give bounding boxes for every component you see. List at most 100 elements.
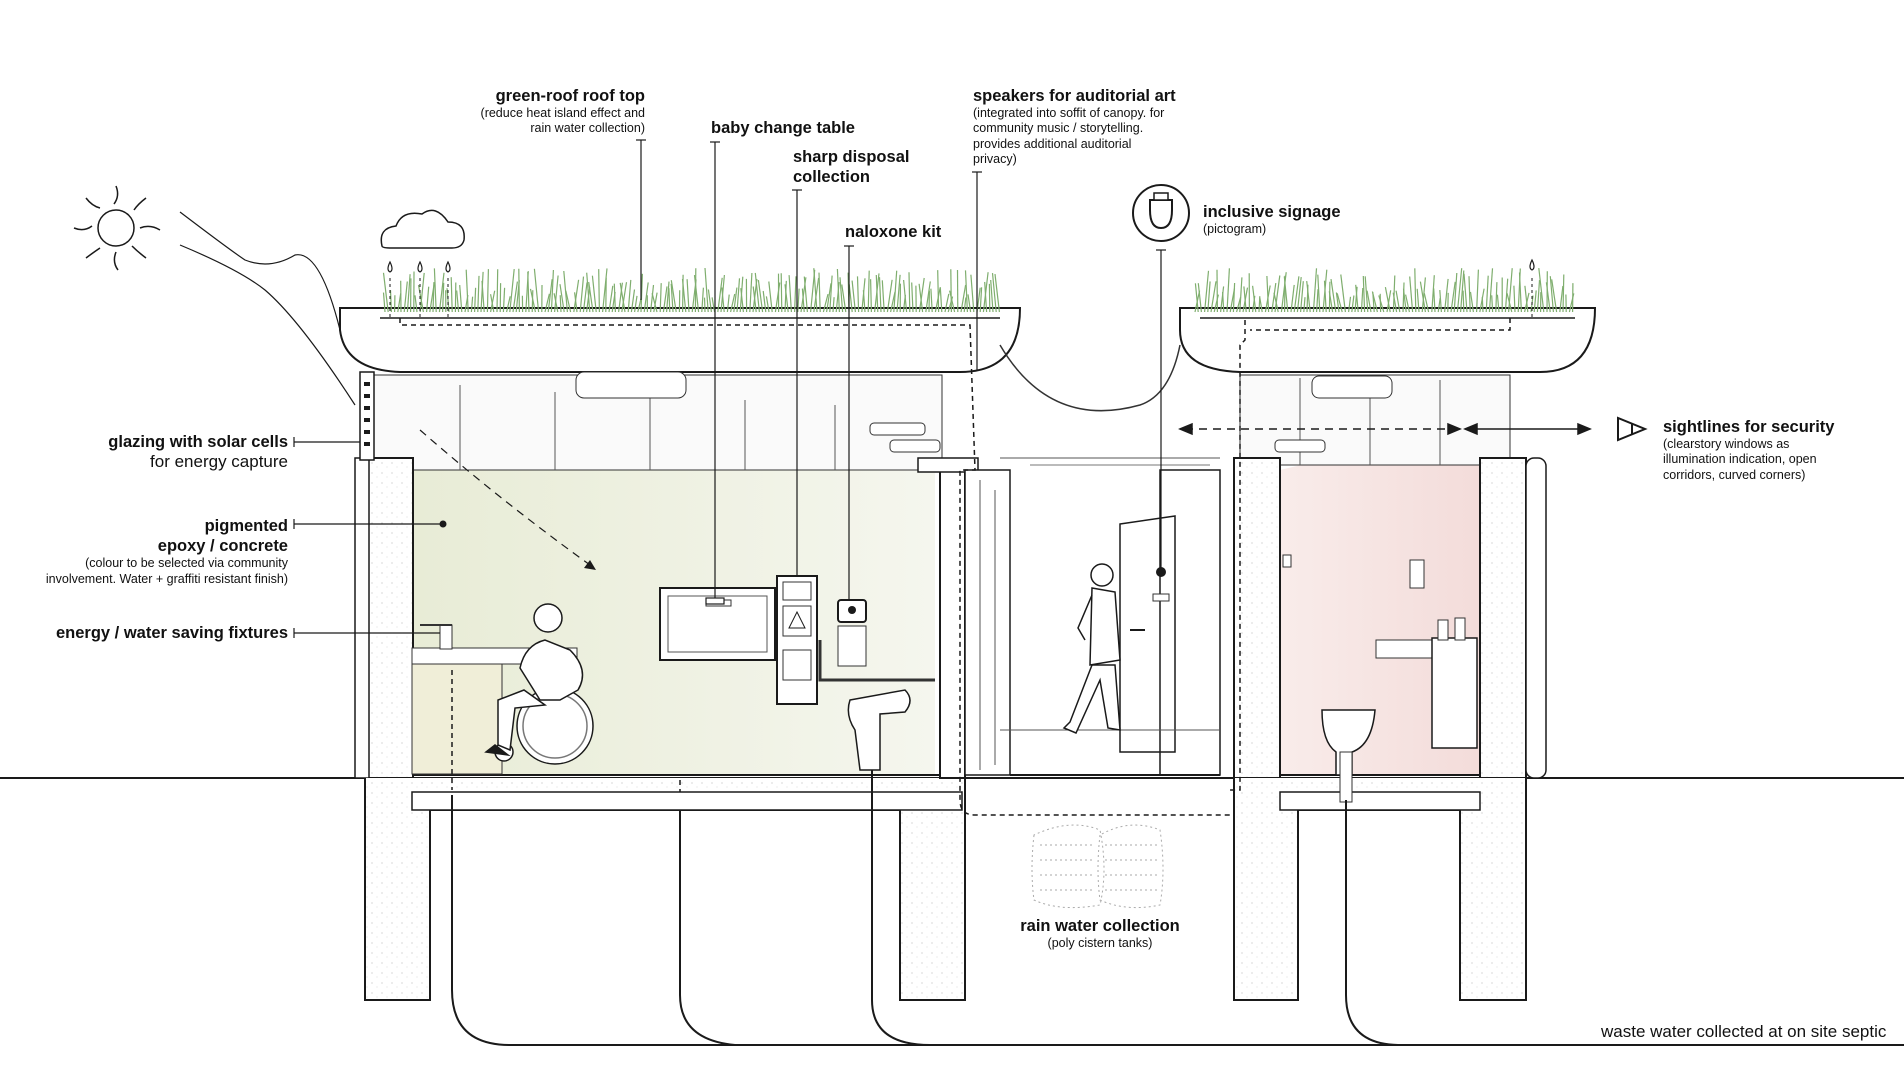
left-roof-slab: [339, 307, 1022, 373]
grass-blade: [1439, 290, 1442, 313]
rain-water-drain-lines: [399, 318, 1511, 816]
glazing-title: glazing with solar cells: [108, 433, 288, 451]
grass-blade: [736, 278, 741, 313]
grass-blade: [1536, 280, 1541, 313]
grass-blade: [1491, 295, 1494, 313]
speakers-sub4: privacy): [973, 151, 1017, 166]
grass-blade: [382, 292, 386, 313]
grass-blade: [835, 282, 840, 313]
grass-blade: [496, 269, 499, 313]
grass-blade: [1222, 291, 1225, 313]
grass-blade: [490, 290, 496, 313]
grass-blade: [456, 290, 460, 313]
grass-blade: [1431, 275, 1435, 313]
grass-blade: [1495, 282, 1498, 313]
grass-blade: [967, 294, 972, 313]
grass-blade: [730, 293, 736, 313]
grass-blade: [1392, 275, 1396, 313]
grass-blade: [432, 282, 435, 313]
grass-blade: [1462, 290, 1465, 313]
grass-blade: [1518, 272, 1522, 313]
grass-blade: [911, 282, 914, 313]
grass-blade: [851, 280, 856, 313]
grass-blade: [659, 283, 662, 313]
grass-blade: [1444, 278, 1449, 313]
speakers-title: speakers for auditorial art: [973, 87, 1176, 105]
grass-blade: [947, 296, 954, 313]
grass-blade: [470, 296, 474, 313]
grass-blade: [1463, 273, 1468, 313]
grass-blade: [1258, 296, 1261, 313]
grass-blade: [994, 274, 1000, 313]
signage-label: inclusive signage (pictogram): [1203, 202, 1403, 237]
grass-blade: [765, 296, 770, 313]
grass-blade: [768, 281, 773, 313]
right-roof-slab: [1179, 307, 1597, 373]
grass-blade: [780, 273, 783, 313]
speakers-sub2: community music / storytelling.: [973, 121, 1144, 136]
grass-blade: [726, 294, 730, 313]
grass-blade: [681, 278, 687, 313]
poly-cistern-tanks: [1031, 824, 1164, 909]
grass-blade: [856, 276, 860, 313]
grass-blade: [1330, 279, 1337, 313]
grass-blade: [1549, 276, 1554, 313]
grass-blade: [1354, 286, 1358, 313]
grass-blade: [1433, 288, 1436, 313]
baby-change-label: baby change table: [711, 118, 891, 138]
grass-blade: [1296, 277, 1302, 313]
grass-blade: [1384, 286, 1391, 313]
grass-blade: [918, 277, 925, 313]
grass-blade: [1524, 285, 1529, 313]
signage-pictogram-icon: [1132, 184, 1190, 242]
grass-blade: [803, 276, 808, 313]
grass-blade: [704, 267, 709, 313]
grass-blade: [403, 281, 408, 313]
grass-blade: [619, 282, 626, 313]
sightlines-label: sightlines for security (clearstory wind…: [1663, 417, 1893, 483]
grass-blade: [875, 274, 879, 313]
wheelchair-user: [484, 603, 594, 765]
grass-blade: [502, 287, 506, 313]
grass-blade: [1419, 281, 1426, 313]
grass-blade: [1328, 291, 1334, 313]
grass-blade: [797, 288, 800, 313]
grass-blade: [1386, 290, 1392, 313]
grass-blade: [703, 297, 706, 313]
grass-blade: [554, 275, 559, 313]
grass-blade: [1207, 281, 1211, 313]
center-corridor: [964, 184, 1221, 776]
grass-blade: [930, 288, 933, 313]
grass-blade: [527, 271, 530, 313]
grass-blade: [630, 289, 636, 313]
grass-blade: [1232, 282, 1236, 313]
grass-blade: [573, 279, 580, 313]
grass-blade: [1423, 293, 1430, 313]
grass-blade: [506, 296, 511, 313]
grass-blade: [1481, 296, 1484, 313]
grass-blade: [1402, 282, 1405, 313]
grass-blade: [826, 283, 832, 313]
grass-blade: [591, 275, 597, 313]
cloud-icon: [380, 209, 465, 249]
signage-title: inclusive signage: [1203, 203, 1341, 221]
grass-blade: [1378, 295, 1385, 313]
grass-blade: [1456, 268, 1463, 313]
grass-blade: [1213, 294, 1219, 313]
grass-blade: [963, 297, 967, 313]
grass-blade: [1252, 295, 1256, 313]
grass-blade: [1259, 297, 1263, 313]
green-roof-sub2: rain water collection): [530, 121, 645, 136]
green-roof-sub1: (reduce heat island effect and: [480, 106, 645, 121]
grass-blade: [896, 274, 901, 313]
rainwater-title: rain water collection: [1020, 917, 1180, 935]
sightlines-title: sightlines for security: [1663, 418, 1835, 436]
grass-blade: [544, 293, 550, 313]
grass-blade: [477, 275, 480, 313]
wastewater-text: waste water collected at on site septic: [1601, 1022, 1887, 1041]
grass-blade: [1559, 285, 1564, 313]
grass-blade: [1538, 268, 1545, 313]
grass-blade: [1283, 276, 1289, 313]
grass-blade: [918, 283, 924, 313]
grass-blade: [984, 281, 988, 313]
